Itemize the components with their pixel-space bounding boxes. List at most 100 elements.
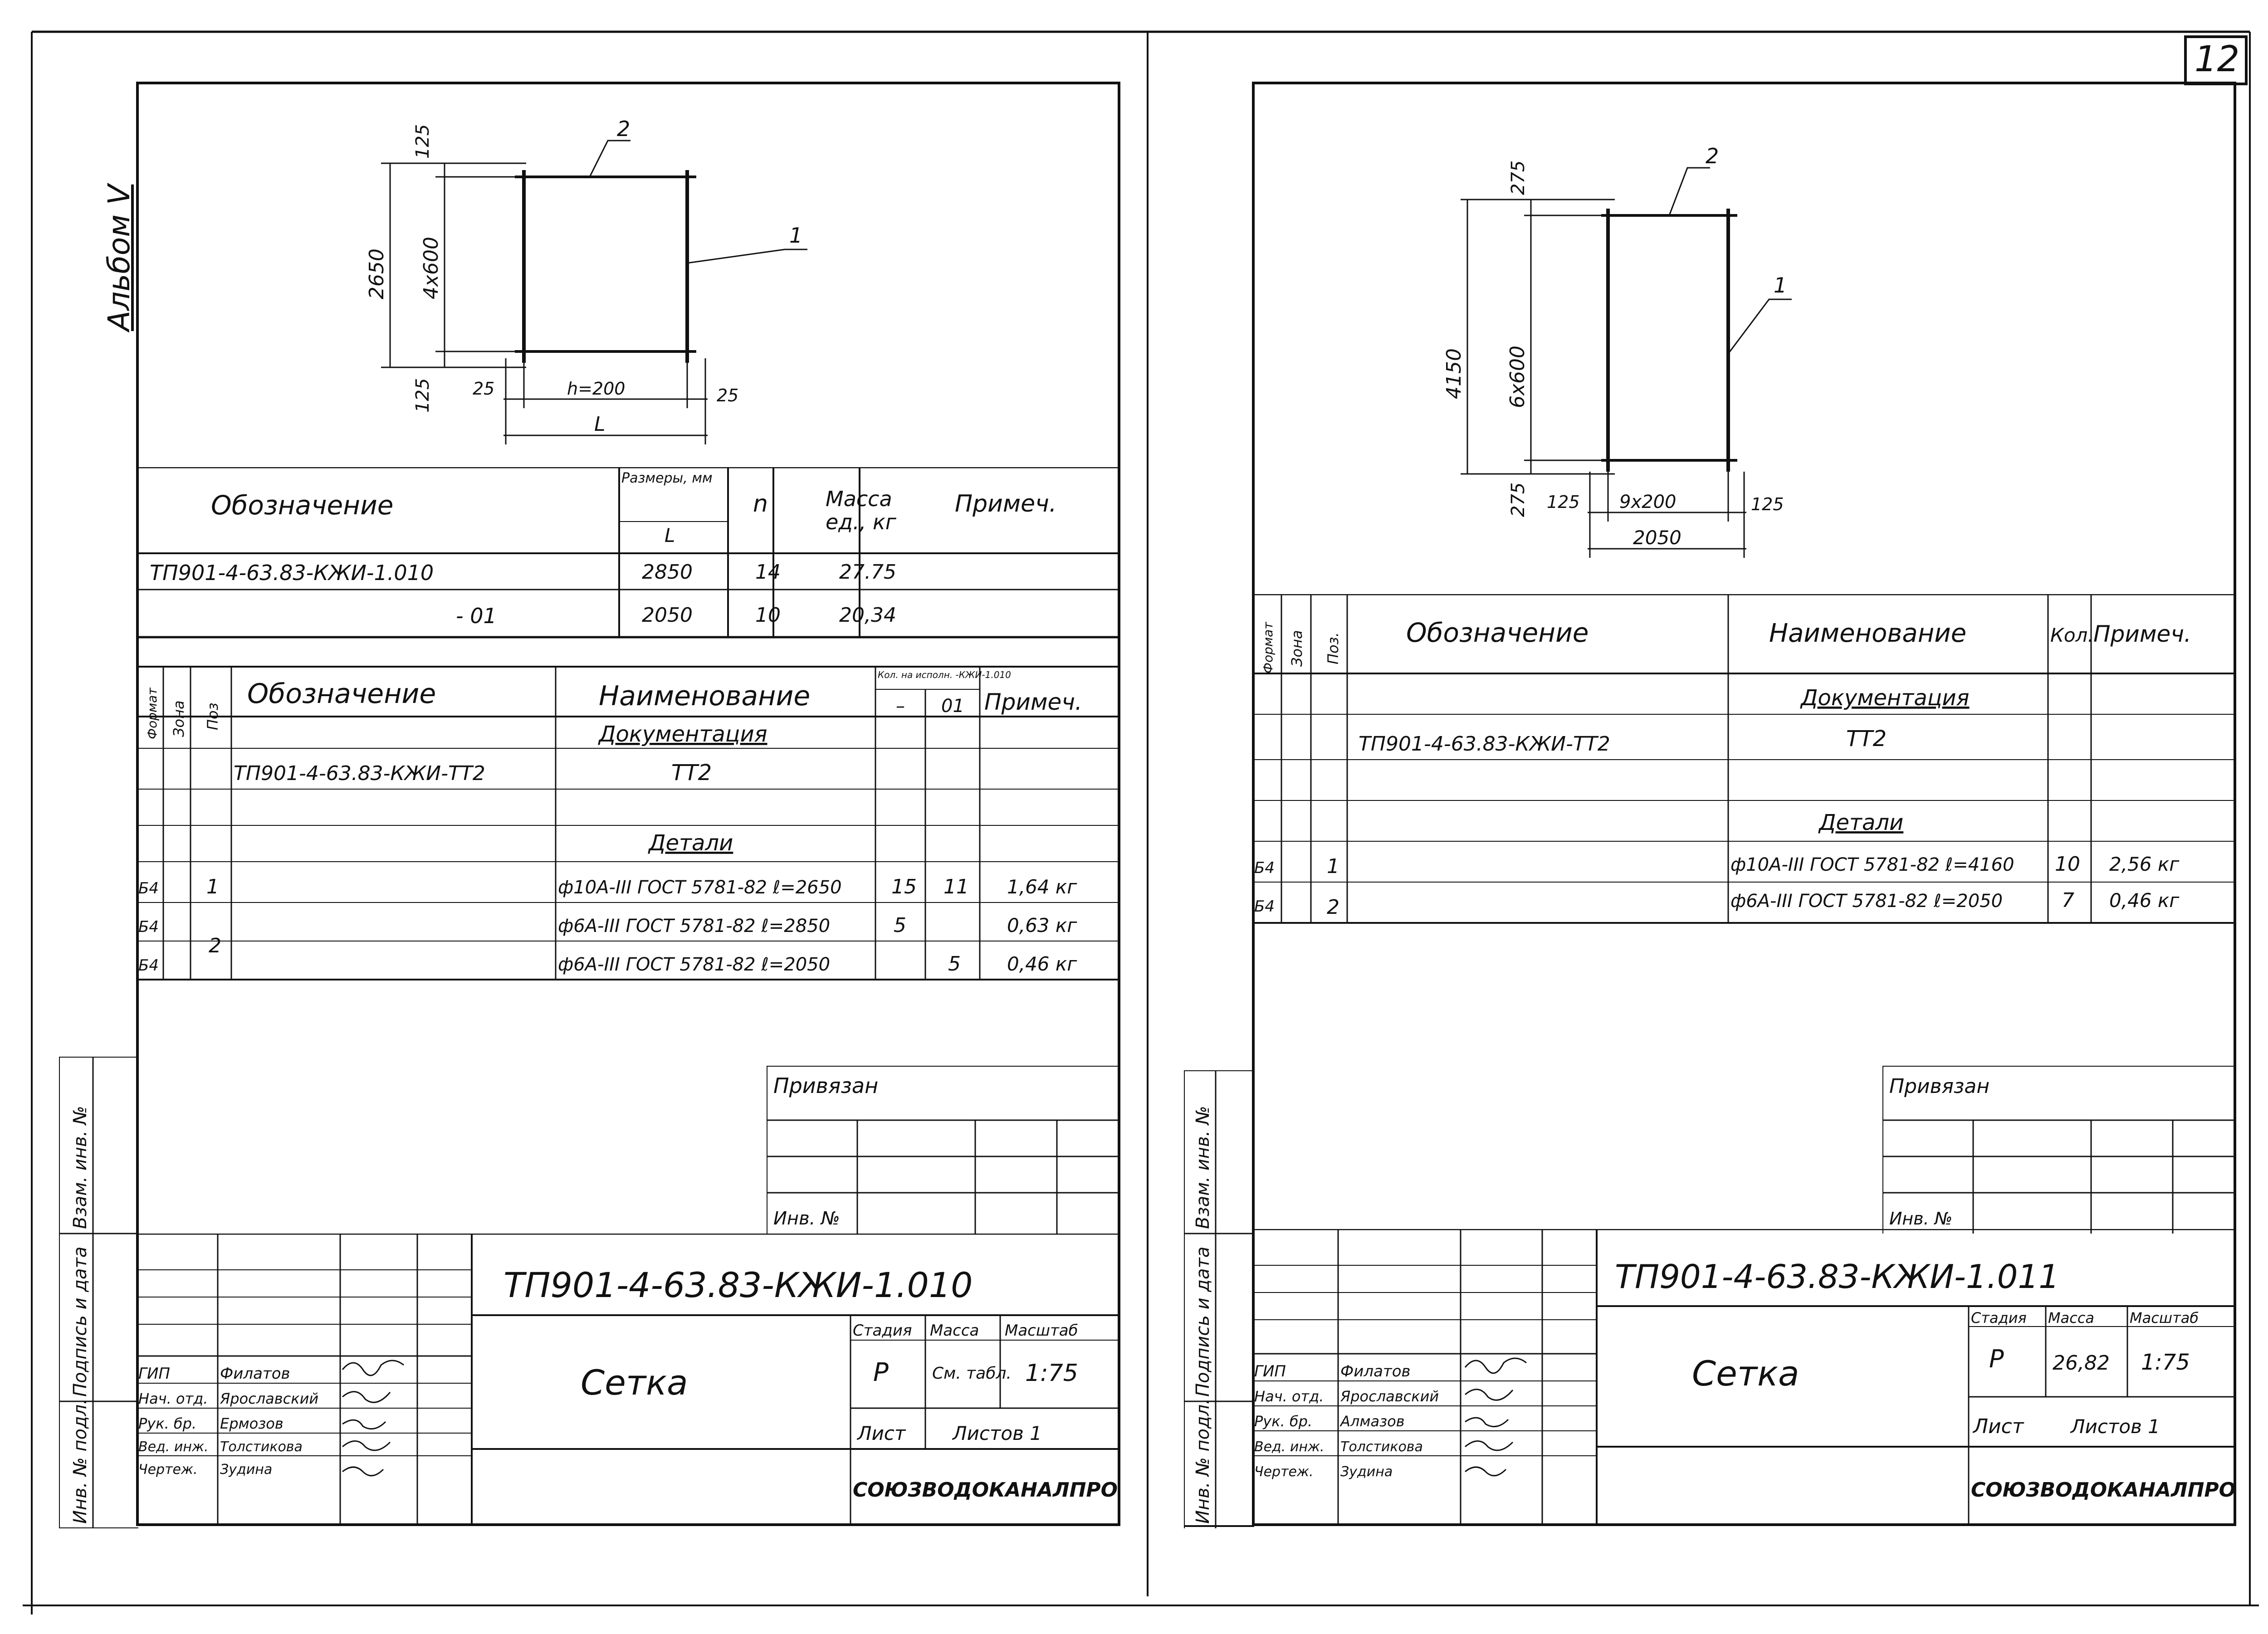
left-callout-1: 1 bbox=[789, 223, 802, 248]
left-role: Рук. бр. bbox=[138, 1415, 196, 1432]
spec-section-parts: Детали bbox=[648, 830, 733, 856]
right-title-block: ТП901-4-63.83-КЖИ-1.011 Сетка Стадия Мас… bbox=[1252, 1229, 2236, 1526]
mass-row-L: 2850 bbox=[642, 561, 693, 584]
signature-mark bbox=[1465, 1440, 1514, 1451]
spec-row-name: ф6А-III ГОСТ 5781-82 ℓ=2050 bbox=[558, 954, 830, 975]
spec-row-note: 0,46 кг bbox=[1007, 953, 1077, 975]
left-dim-inner: 4х600 bbox=[420, 237, 443, 299]
right-side-replace: Взам. инв. № bbox=[1193, 1106, 1213, 1229]
left-side-sign: Подпись и дата bbox=[70, 1247, 91, 1397]
left-mass-table bbox=[136, 467, 1120, 639]
r-spec-section-parts: Детали bbox=[1818, 810, 1903, 835]
left-dim-right: 25 bbox=[717, 385, 738, 405]
left-inv-no: Инв. № bbox=[773, 1208, 840, 1229]
signature-mark bbox=[342, 1466, 384, 1477]
album-label: Альбом V bbox=[102, 184, 137, 331]
right-scale-label: Масштаб bbox=[2130, 1309, 2199, 1327]
left-stage-label: Стадия bbox=[853, 1322, 912, 1340]
right-role: ГИП bbox=[1254, 1362, 1286, 1380]
left-role-name: Филатов bbox=[220, 1365, 290, 1383]
right-callout-2: 2 bbox=[1706, 144, 1719, 168]
left-sheet-label: Лист bbox=[856, 1422, 906, 1444]
left-org: СОЮЗВОДОКАНАЛПРОЕКТ bbox=[853, 1478, 1120, 1502]
signature-mark bbox=[342, 1360, 404, 1376]
right-org: СОЮЗВОДОКАНАЛПРОЕКТ bbox=[1971, 1478, 2236, 1502]
signature-mark bbox=[1464, 1357, 1527, 1374]
spec-doc-name: ТТ2 bbox=[671, 760, 712, 785]
left-dim-height: 2650 bbox=[365, 249, 388, 299]
right-dim-inner: 6х600 bbox=[1506, 346, 1529, 408]
r-spec-section-docs: Документация bbox=[1800, 685, 1970, 711]
right-side-sign: Подпись и дата bbox=[1193, 1247, 1213, 1397]
signature-mark bbox=[1465, 1466, 1507, 1477]
left-dim-total: L bbox=[594, 413, 606, 436]
left-dim-bottom: 125 bbox=[412, 378, 433, 413]
r-spec-header-pos: Поз. bbox=[1325, 632, 1342, 664]
spec-row-pos: 2 bbox=[209, 934, 221, 957]
r-spec-header-note: Примеч. bbox=[2093, 621, 2191, 647]
right-scale: 1:75 bbox=[2141, 1350, 2190, 1375]
mass-header-size-L: L bbox=[665, 524, 675, 546]
left-side-replace: Взам. инв. № bbox=[70, 1106, 91, 1229]
right-dim-left: 125 bbox=[1547, 492, 1580, 512]
left-role: Вед. инж. bbox=[138, 1439, 209, 1455]
mass-row-mass: 20,34 bbox=[839, 604, 896, 627]
right-callout-1: 1 bbox=[1774, 273, 1787, 298]
mass-header-designation: Обозначение bbox=[211, 490, 394, 521]
spec-row-qty-b: 5 bbox=[948, 952, 961, 976]
right-role: Чертеж. bbox=[1254, 1464, 1314, 1480]
spec-header-format: Формат bbox=[145, 688, 160, 739]
right-title-name: Сетка bbox=[1692, 1353, 1799, 1394]
left-scale: 1:75 bbox=[1025, 1360, 1078, 1387]
right-sheets-label: Листов 1 bbox=[2070, 1415, 2160, 1438]
right-title-code: ТП901-4-63.83-КЖИ-1.011 bbox=[1615, 1258, 2059, 1296]
right-role-name: Филатов bbox=[1340, 1362, 1411, 1380]
sheet-number: 12 bbox=[2195, 39, 2240, 80]
left-mesh-drawing: 2 1 125 2650 4х600 125 25 h=200 25 L bbox=[365, 117, 807, 444]
signature-mark bbox=[342, 1440, 391, 1451]
spec-header-qty-b: 01 bbox=[941, 696, 964, 717]
r-spec-row-qty: 10 bbox=[2055, 853, 2080, 876]
left-spec-table: Формат Зона Поз Обозначение Наименование… bbox=[136, 666, 1120, 980]
spec-row-qty-a: 15 bbox=[891, 875, 917, 898]
r-spec-doc-name: ТТ2 bbox=[1846, 726, 1887, 751]
signature-mark bbox=[342, 1419, 386, 1430]
right-side-inv: Инв. № подл. bbox=[1193, 1399, 1213, 1524]
right-role-name: Толстикова bbox=[1340, 1439, 1423, 1455]
right-inv-no: Инв. № bbox=[1889, 1209, 1952, 1229]
r-spec-doc-designation: ТП901-4-63.83-КЖИ-ТТ2 bbox=[1359, 732, 1610, 756]
spec-section-docs: Документация bbox=[598, 722, 767, 747]
spec-row-qty-b: 11 bbox=[943, 875, 969, 898]
left-title-name: Сетка bbox=[581, 1362, 688, 1403]
right-dim-right: 125 bbox=[1751, 494, 1784, 514]
r-spec-header-zone: Зона bbox=[1288, 630, 1305, 667]
right-dim-total: 2050 bbox=[1633, 527, 1681, 549]
spec-row-format: Б4 bbox=[138, 879, 159, 897]
spec-header-designation: Обозначение bbox=[247, 678, 436, 710]
r-spec-row-note: 0,46 кг bbox=[2109, 889, 2180, 912]
spec-row-note: 1,64 кг bbox=[1007, 876, 1077, 898]
r-spec-header-name: Наименование bbox=[1769, 619, 1966, 648]
r-spec-row-name: ф10А-III ГОСТ 5781-82 ℓ=4160 bbox=[1730, 854, 2014, 875]
left-mass-label: Масса bbox=[930, 1322, 979, 1340]
left-title-block: ТП901-4-63.83-КЖИ-1.010 Сетка Стадия Мас… bbox=[136, 1234, 1120, 1526]
right-role: Рук. бр. bbox=[1254, 1413, 1312, 1430]
spec-row-pos: 1 bbox=[206, 875, 219, 898]
right-stage-label: Стадия bbox=[1971, 1309, 2027, 1327]
left-stage: Р bbox=[873, 1358, 889, 1387]
right-role: Вед. инж. bbox=[1254, 1439, 1325, 1455]
right-dim-top: 275 bbox=[1508, 161, 1529, 195]
left-dim-top: 125 bbox=[412, 124, 433, 159]
right-dim-span: 9х200 bbox=[1619, 492, 1676, 512]
r-spec-row-pos: 1 bbox=[1327, 855, 1339, 878]
left-role-name: Ермозов bbox=[220, 1415, 284, 1432]
left-sheet-frame bbox=[136, 82, 1120, 1526]
left-role: Нач. отд. bbox=[138, 1390, 208, 1407]
right-dim-height: 4150 bbox=[1442, 348, 1466, 399]
left-role-name: Толстикова bbox=[220, 1439, 303, 1455]
r-spec-header-format: Формат bbox=[1261, 622, 1276, 673]
left-title-code: ТП901-4-63.83-КЖИ-1.010 bbox=[503, 1265, 973, 1305]
right-role-name: Ярославский bbox=[1340, 1388, 1439, 1405]
left-role-name: Зудина bbox=[220, 1462, 272, 1478]
